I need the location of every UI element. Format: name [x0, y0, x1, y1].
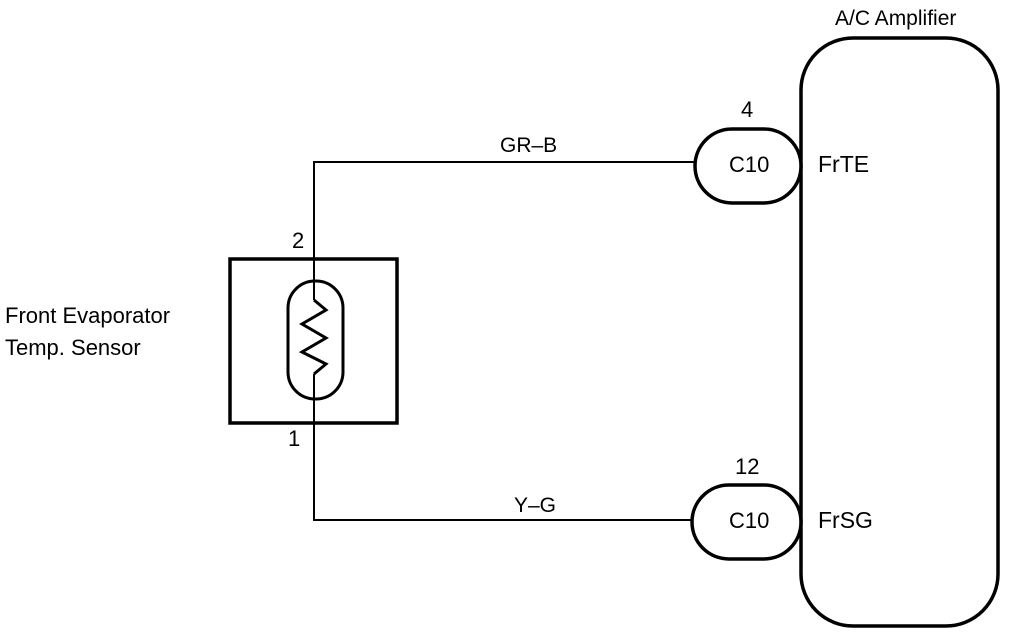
wire-upper: [313, 161, 695, 264]
resistor-zigzag-icon: [298, 298, 329, 376]
ac-amplifier-title: A/C Amplifier: [835, 7, 956, 30]
connector-upper-pin: 4: [741, 97, 753, 122]
pin-label-frsg: FrSG: [818, 507, 873, 533]
wire-color-lower: Y–G: [514, 494, 556, 517]
connector-lower-id: C10: [729, 508, 769, 533]
pin-label-frte: FrTE: [818, 151, 869, 177]
sensor-pin-1: 1: [288, 426, 300, 451]
wire-color-upper: GR–B: [500, 134, 557, 157]
connector-upper: [693, 127, 803, 205]
wire-lower: [313, 424, 692, 521]
connector-lower-pin: 12: [735, 454, 759, 479]
connector-upper-id: C10: [729, 152, 769, 177]
sensor-name-line2: Temp. Sensor: [5, 335, 141, 360]
thermistor-capsule: [286, 279, 345, 401]
sensor-pin-2: 2: [292, 228, 304, 253]
ac-amplifier-box: [799, 36, 1000, 628]
connector-lower: [690, 483, 803, 561]
sensor-name-line1: Front Evaporator: [5, 303, 170, 328]
